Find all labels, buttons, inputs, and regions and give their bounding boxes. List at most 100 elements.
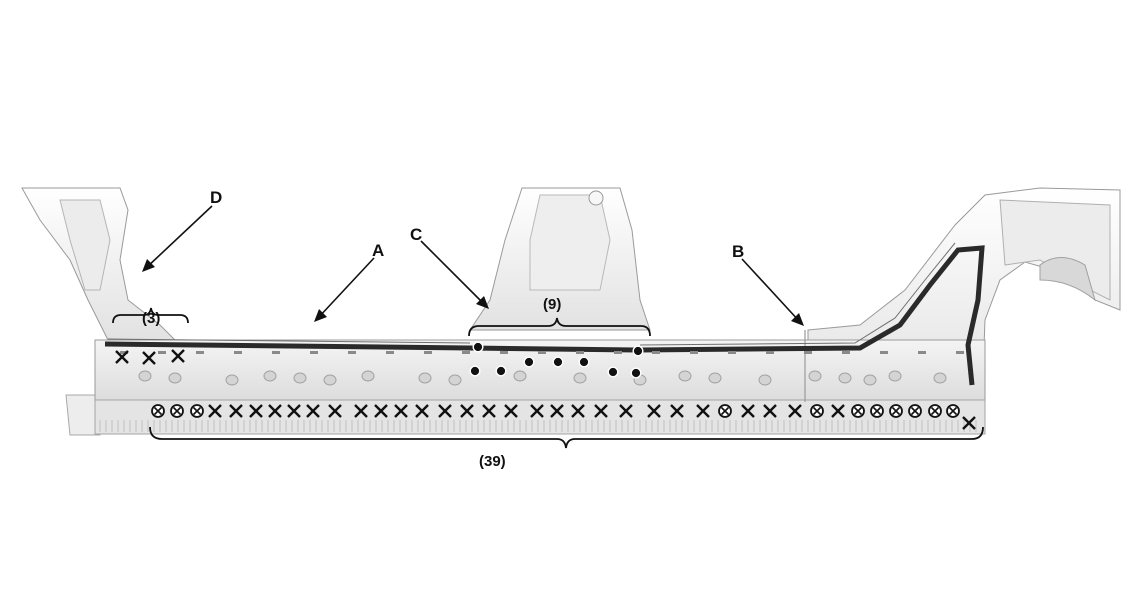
sill-ribs [99,420,977,432]
sill-hole [838,372,852,384]
bracket-top-center [468,317,651,337]
weld-spot [415,404,429,418]
arrowhead-b [791,313,804,326]
flange-slot [576,351,584,354]
weld-spot [170,404,184,418]
sill-hole [168,372,182,384]
weld-spot [530,404,544,418]
sill-hole [758,374,772,386]
flange-slot [500,351,508,354]
arrowhead-d [142,259,155,272]
sill-hole [678,370,692,382]
flange-slot [120,351,128,354]
brackets [112,307,984,449]
flange-slot [804,351,812,354]
weld-spot [171,349,185,363]
flange-slot [842,351,850,354]
sill-holes [120,351,964,386]
arrow-a [317,257,375,319]
arrowhead-c [476,296,489,309]
arrow-b [741,258,801,323]
weld-spot [552,356,564,368]
flange-slot [158,351,166,354]
weld-spot [550,404,564,418]
weld-spot [741,404,755,418]
sill-hole [933,372,947,384]
flange-slot [310,351,318,354]
sill-hole [361,370,375,382]
flange-slot [956,351,964,354]
weld-spot [696,404,710,418]
sill-hole [263,370,277,382]
flange-slot [272,351,280,354]
sill-hole [293,372,307,384]
weld-spot [962,416,976,430]
weld-spot [523,356,535,368]
flange-slot [728,351,736,354]
count-top-center: (9) [543,296,561,313]
flange-slot [462,351,470,354]
weld-spot [670,404,684,418]
weld-spot [374,404,388,418]
weld-spot [438,404,452,418]
weld-spot [763,404,777,418]
sill-hole [138,370,152,382]
callout-a: A [372,241,384,260]
sill-hole [808,370,822,382]
weld-spot [578,356,590,368]
sill-hole [418,372,432,384]
weld-spot [810,404,824,418]
flange-slot [348,351,356,354]
weld-spot [647,404,661,418]
leader-arrows [142,205,804,326]
weld-spot [571,404,585,418]
center-pillar-panel [469,187,651,331]
sill-hole [708,372,722,384]
sill-hole [225,374,239,386]
weld-spot [328,404,342,418]
flange-slot [614,351,622,354]
weld-spot [482,404,496,418]
weld-spot [151,404,165,418]
weld-spot [946,404,960,418]
weld-spot [115,350,129,364]
weld-spot [718,404,732,418]
weld-spot [851,404,865,418]
callout-d: D [210,188,222,207]
flange-slot [918,351,926,354]
weld-spot [268,404,282,418]
weld-spot [354,404,368,418]
weld-group-bottom [151,404,976,430]
flange-slot [234,351,242,354]
weld-spot [870,404,884,418]
weld-spot [607,366,619,378]
weld-spot [394,404,408,418]
weld-spot [889,404,903,418]
arrow-d [145,205,213,269]
flange-slot [196,351,204,354]
sill-flange-upper [107,242,956,346]
count-top-left: (3) [142,310,160,327]
flange-slot [424,351,432,354]
flange-slot [880,351,888,354]
sill-flange [104,245,985,386]
weld-spot [928,404,942,418]
weld-spot [306,404,320,418]
weld-spot [287,404,301,418]
sill-hole [323,374,337,386]
sill-hole [863,374,877,386]
flange-slot [386,351,394,354]
sill-hole [448,374,462,386]
weld-spot [632,345,644,357]
count-bottom: (39) [479,453,506,470]
weld-spot [142,351,156,365]
weld-spot [630,367,642,379]
weld-spot [495,365,507,377]
weld-spot [594,404,608,418]
sill-hole [888,370,902,382]
flange-slot [652,351,660,354]
arrowhead-a [314,309,327,322]
sill-hole [513,370,527,382]
weld-spot [190,404,204,418]
